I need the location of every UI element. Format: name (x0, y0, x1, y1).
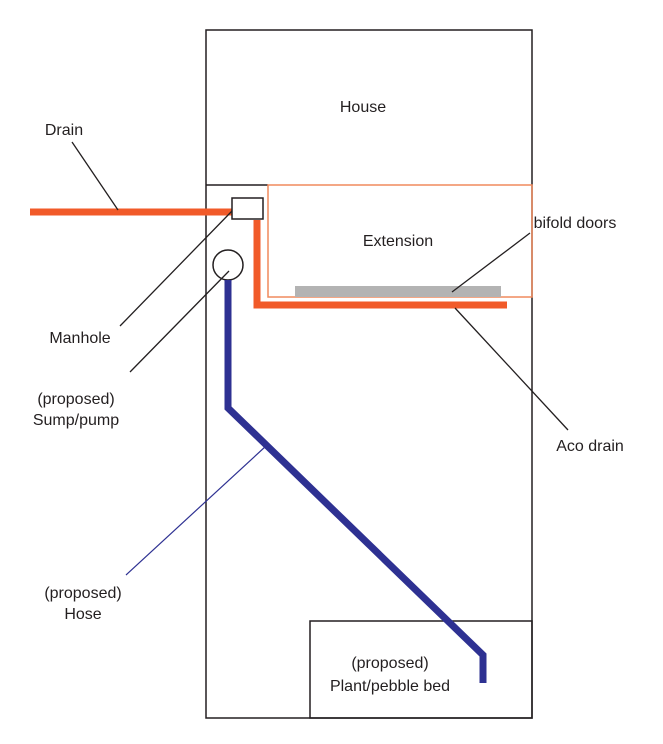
aco-leader (454, 307, 569, 431)
hose-leader (125, 445, 267, 576)
extension-label: Extension (363, 233, 433, 250)
bed-label-line2: Plant/pebble bed (330, 678, 450, 695)
sump-leader (129, 270, 230, 373)
aco-drain-pipe (253, 220, 507, 309)
bifold-label: bifold doors (534, 215, 617, 232)
manhole (231, 197, 264, 220)
house-label: House (340, 99, 386, 116)
plot-outline (205, 29, 533, 719)
drain-label: Drain (45, 122, 83, 139)
plant-bed-outline (309, 620, 533, 719)
hose-label-line2: Hose (64, 606, 101, 623)
manhole-label: Manhole (49, 330, 110, 347)
bifold-leader (451, 232, 531, 293)
hose-label-line1: (proposed) (44, 585, 121, 602)
bifold-doors (295, 286, 501, 297)
aco-label: Aco drain (556, 438, 624, 455)
sump-label-line1: (proposed) (37, 391, 114, 408)
bed-label-line1: (proposed) (351, 655, 428, 672)
sump-label-line2: Sump/pump (33, 412, 119, 429)
sump-pump (212, 249, 244, 281)
drain-leader (71, 141, 119, 211)
hose (224, 280, 487, 683)
manhole-leader (119, 210, 233, 327)
